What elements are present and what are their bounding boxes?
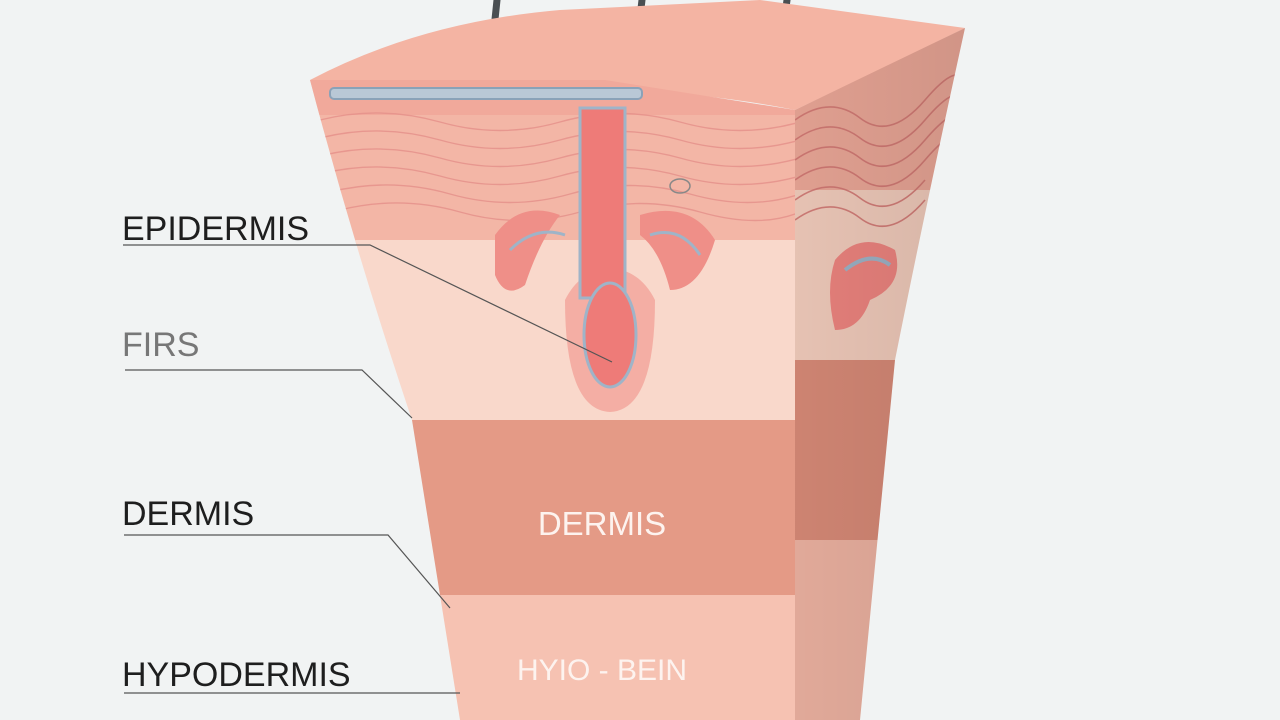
dermis-leader [124, 534, 451, 609]
firs-leader [125, 369, 413, 419]
skin-top-surface [310, 0, 965, 110]
hypodermis-layer-text: HYIO - BEIN [517, 654, 687, 687]
label-hypodermis: HYPODERMIS [122, 656, 351, 694]
upper-dermis-layer [310, 240, 795, 420]
dermis-layer-text: DERMIS [538, 505, 666, 542]
label-firs: FIRS [122, 326, 199, 364]
front-face: DERMIS HYIO - BEIN [310, 80, 795, 720]
cell-dot [669, 178, 691, 194]
leader-lines [123, 244, 613, 694]
gland-cluster [495, 210, 715, 291]
epidermis-leader [123, 244, 613, 363]
side-face [795, 28, 965, 720]
hair-bulb [582, 281, 638, 389]
label-epidermis: EPIDERMIS [122, 210, 309, 248]
sebaceous-duct [329, 87, 643, 100]
hair-shaft [578, 106, 627, 300]
label-dermis: DERMIS [122, 495, 254, 533]
